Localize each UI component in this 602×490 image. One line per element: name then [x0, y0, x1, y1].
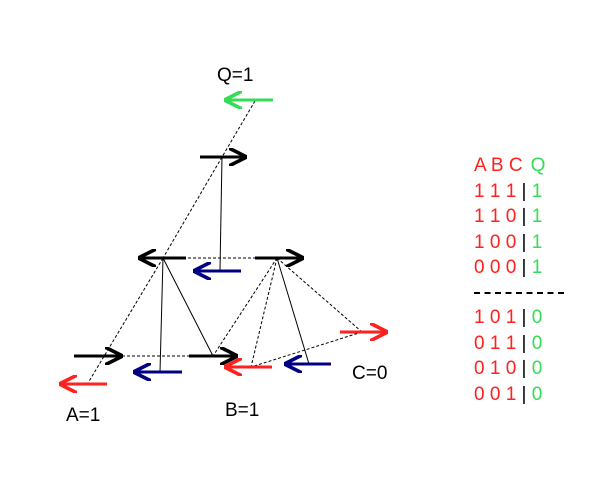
dashed-couplings	[87, 100, 363, 384]
row-separator: |	[521, 206, 527, 228]
row-separator: |	[521, 257, 527, 279]
row-separator: |	[521, 180, 527, 202]
row-separator: |	[521, 332, 527, 354]
row-inputs: 1 1 1	[474, 180, 522, 202]
row-inputs: 1 0 0	[474, 231, 522, 253]
row-inputs: 0 0 0	[474, 257, 522, 279]
input-label-b: B=1	[225, 400, 259, 421]
row-inputs: 1 0 1	[474, 306, 522, 328]
row-separator: |	[521, 231, 527, 253]
row-output: 0	[526, 358, 543, 380]
coupling-top-vertical	[219, 156, 223, 271]
truth-table-row: 1 0 0 | 1	[474, 230, 545, 256]
input-label-a: A=1	[66, 405, 100, 426]
row-output: 0	[526, 306, 543, 328]
row-separator: |	[521, 383, 527, 405]
truth-table-row: 1 1 0 | 1	[474, 204, 545, 230]
coupling-right-to-b-1	[250, 257, 278, 368]
coupling-right-to-blue	[276, 257, 310, 365]
coupling-left-to-center	[162, 257, 214, 357]
table-separator	[474, 281, 565, 305]
row-output: 1	[526, 231, 543, 253]
row-output: 1	[526, 180, 543, 202]
truth-table-row: 0 1 1 | 0	[474, 331, 545, 357]
output-label-q: Q=1	[217, 65, 253, 86]
truth-table-row: 1 1 1 | 1	[474, 179, 545, 205]
input-label-c: C=0	[352, 363, 387, 384]
truth-table-row: 0 1 0 | 0	[474, 356, 545, 382]
row-separator: |	[521, 358, 527, 380]
truth-table-row: 0 0 1 | 0	[474, 382, 545, 408]
blue-arrows	[135, 271, 331, 372]
row-inputs: 0 0 1	[474, 383, 522, 405]
row-inputs: 0 1 0	[474, 358, 522, 380]
row-output: 1	[526, 257, 543, 279]
red-arrows	[61, 332, 386, 384]
row-output: 1	[526, 206, 543, 228]
coupling-left-vertical	[159, 257, 164, 373]
coupling-top-to-left	[162, 156, 223, 259]
row-output: 0	[526, 383, 543, 405]
row-inputs: 0 1 1	[474, 332, 522, 354]
header-inputs: A B C	[474, 155, 523, 176]
coupling-left-to-a	[87, 257, 164, 384]
row-separator: |	[521, 306, 527, 328]
truth-table-row: 1 0 1 | 0	[474, 305, 545, 331]
solid-couplings	[159, 156, 310, 373]
truth-table-row: 0 0 0 | 1	[474, 255, 545, 281]
coupling-right-to-b-2	[212, 257, 278, 357]
coupling-q-to-top	[221, 100, 256, 158]
black-arrows	[74, 157, 302, 356]
header-output: Q	[530, 155, 546, 176]
row-inputs: 1 1 0	[474, 206, 522, 228]
row-output: 0	[526, 332, 543, 354]
coupling-c-to-b	[250, 331, 363, 368]
coupling-right-to-c	[276, 257, 363, 333]
